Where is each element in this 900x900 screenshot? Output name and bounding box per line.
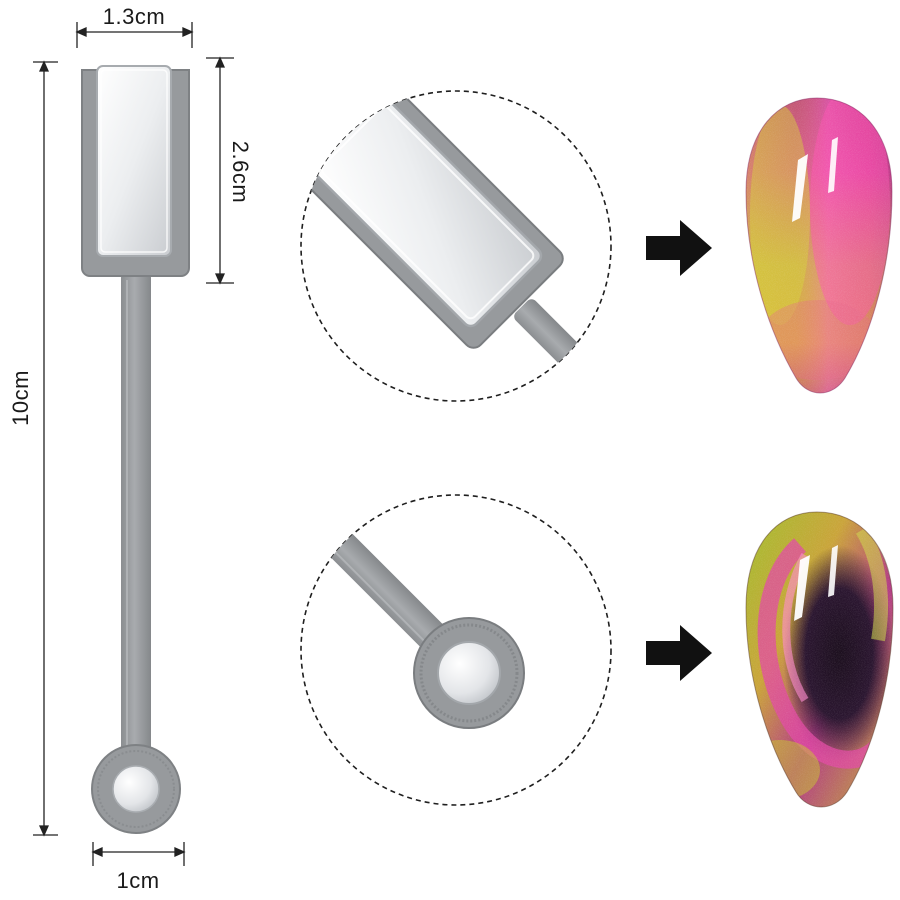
round-magnet: [112, 765, 160, 813]
total-length-label: 10cm: [8, 370, 33, 426]
head-width-label: 1.3cm: [103, 4, 165, 29]
arrow-right-icon: [646, 625, 712, 681]
dimension-head-height: [206, 56, 234, 285]
dimension-total-length: [33, 60, 58, 837]
tip-width-label: 1cm: [116, 868, 159, 893]
dimension-head-width: [75, 22, 194, 48]
dimension-tip-width: [91, 842, 186, 866]
tool-stick: [121, 270, 151, 770]
nail-result-straight: [745, 97, 893, 394]
zoom-round-magnet: [300, 494, 612, 806]
head-height-label: 2.6cm: [228, 141, 253, 203]
arrow-right-icon: [646, 220, 712, 276]
rectangular-magnet: [96, 65, 172, 257]
magnet-wand-tool: [81, 65, 190, 834]
nail-result-curved: [745, 511, 894, 808]
zoom-rectangular-magnet: [300, 90, 612, 402]
